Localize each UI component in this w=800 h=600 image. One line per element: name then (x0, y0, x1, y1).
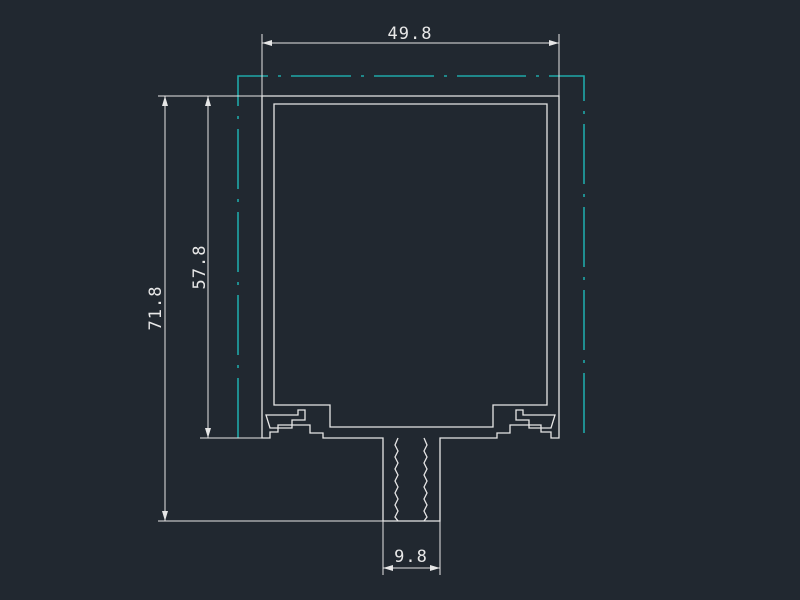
dimension-total-height: 71.8 (146, 95, 383, 522)
centerlines (237, 75, 585, 438)
dimension-total-height-label: 71.8 (146, 286, 166, 331)
dimension-top-width-label: 49.8 (388, 24, 433, 44)
dimension-inner-height: 57.8 (190, 95, 262, 439)
stem-thread-right (423, 437, 428, 522)
dimension-bottom-width: 9.8 (382, 521, 441, 575)
profile-inner-cavity (273, 103, 548, 428)
right-slot (515, 409, 556, 429)
centerline-top-left (237, 75, 466, 438)
profile-outer-outline (261, 95, 560, 522)
profile-section (261, 95, 560, 522)
dimension-top-width: 49.8 (261, 24, 560, 96)
dimension-bottom-width-label: 9.8 (394, 547, 428, 567)
centerline-top-right (466, 75, 585, 438)
dimension-inner-height-label: 57.8 (190, 245, 210, 290)
stem-thread-left (394, 437, 399, 522)
left-slot (265, 409, 306, 429)
